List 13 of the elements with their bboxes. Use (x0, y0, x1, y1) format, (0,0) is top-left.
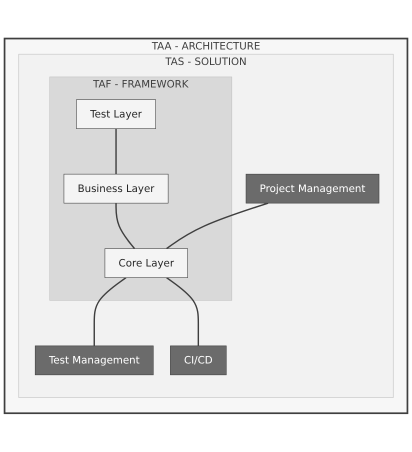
connector (115, 203, 136, 250)
node-box (246, 174, 380, 204)
node-box (170, 346, 227, 376)
cluster (18, 54, 394, 398)
connector (166, 277, 200, 346)
node-box (64, 174, 168, 204)
node-box (104, 248, 188, 278)
node-box (34, 346, 154, 376)
connector (166, 202, 268, 250)
connector (94, 277, 126, 346)
connector (115, 128, 117, 174)
node-box (76, 100, 156, 130)
cluster (49, 76, 232, 301)
